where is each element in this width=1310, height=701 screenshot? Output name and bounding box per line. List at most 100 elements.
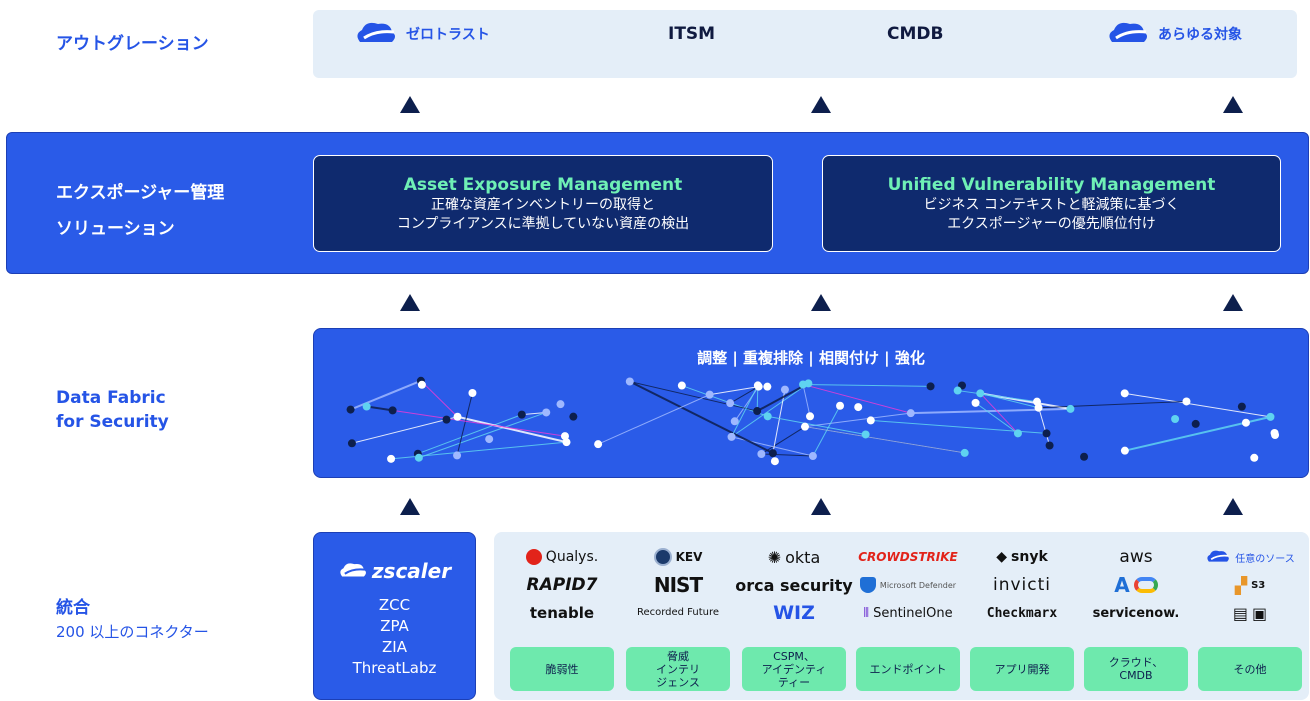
- category-threat-intel: 脅威 インテリ ジェンス: [626, 647, 730, 691]
- category-endpoint: エンドポイント: [856, 647, 960, 691]
- network-node: [387, 454, 396, 463]
- kev-text: KEV: [675, 550, 703, 564]
- network-node: [346, 405, 355, 414]
- network-node: [1241, 418, 1250, 427]
- network-link: [350, 379, 422, 411]
- network-link: [803, 383, 931, 387]
- product-zia: ZIA: [382, 638, 407, 656]
- kev-logo: KEV: [626, 545, 730, 569]
- network-link: [1124, 392, 1271, 418]
- zscaler-box: zscaler ZCC ZPA ZIA ThreatLabz: [313, 532, 476, 700]
- network-node: [556, 400, 565, 409]
- network-node: [388, 406, 397, 415]
- network-node: [625, 377, 634, 386]
- okta-sunburst-icon: ✺: [767, 547, 782, 567]
- data-fabric-panel: 調整 | 重複排除 | 相関付け | 強化: [313, 328, 1309, 478]
- network-node: [906, 409, 915, 418]
- uvm-title: Unified Vulnerability Management: [887, 175, 1216, 195]
- network-node: [517, 410, 526, 419]
- network-node: [677, 381, 686, 390]
- category-label: 脅威 インテリ ジェンス: [656, 649, 700, 689]
- product-threatlabz: ThreatLabz: [352, 659, 437, 677]
- network-node: [453, 451, 462, 460]
- network-node: [1080, 452, 1089, 461]
- network-link: [980, 392, 1039, 409]
- network-link: [420, 380, 458, 418]
- network-node: [763, 412, 772, 421]
- category-other: その他: [1198, 647, 1302, 691]
- uvm-desc-2: エクスポージャーの優先順位付け: [947, 216, 1156, 232]
- integration-col-appdev: ◆ snyk invicti Checkmarx: [970, 545, 1074, 625]
- exposure-line2: ソリューション: [56, 219, 175, 239]
- network-link: [351, 416, 458, 444]
- google-cloud-icon: [1133, 577, 1158, 593]
- snyk-dog-icon: ◆: [996, 549, 1008, 565]
- network-link: [802, 383, 911, 414]
- network-node: [1237, 402, 1246, 411]
- network-link: [975, 402, 1019, 434]
- network-link: [761, 426, 806, 455]
- okta-logo: ✺ okta: [742, 545, 846, 569]
- network-link: [802, 384, 811, 417]
- network-node: [442, 415, 451, 424]
- outgoing-zero-trust: ゼロトラスト: [354, 0, 490, 68]
- up-arrow-icon: [1223, 96, 1243, 113]
- cmdb-label: CMDB: [887, 24, 944, 44]
- network-link: [772, 389, 786, 454]
- network-node: [726, 399, 735, 408]
- category-app-dev: アプリ開発: [970, 647, 1074, 691]
- qualys-logo: Qualys.: [510, 545, 614, 569]
- snyk-logo: ◆ snyk: [970, 545, 1074, 569]
- category-vulnerability: 脆弱性: [510, 647, 614, 691]
- network-node: [757, 450, 766, 459]
- defender-text: Microsoft Defender: [879, 580, 957, 590]
- category-label: アプリ開発: [994, 662, 1050, 676]
- network-node: [1191, 419, 1200, 428]
- defender-shield-icon: [859, 577, 876, 593]
- csv-file-icon: ▣: [1252, 603, 1268, 623]
- network-link: [457, 415, 567, 444]
- network-link: [804, 412, 911, 428]
- category-label: 脆弱性: [545, 662, 579, 676]
- network-link: [1038, 400, 1187, 409]
- network-link: [804, 426, 965, 454]
- network-node: [836, 401, 845, 410]
- network-node: [976, 389, 985, 398]
- invicti-logo: invicti: [992, 575, 1052, 595]
- network-link: [957, 390, 1038, 403]
- network-node: [417, 380, 426, 389]
- up-arrow-icon: [1223, 498, 1243, 515]
- network-node: [1066, 404, 1075, 413]
- azure-gcp-logos: A: [1084, 573, 1188, 597]
- row-label-integration: 統合 200 以上のコネクター: [56, 596, 209, 644]
- card-unified-vulnerability: Unified Vulnerability Management ビジネス コン…: [822, 155, 1281, 252]
- up-arrow-icon: [400, 96, 420, 113]
- integration-col-cspm: ✺ okta orca security WIZ: [735, 545, 852, 625]
- network-node: [1171, 415, 1180, 424]
- network-node: [560, 432, 569, 441]
- network-node: [705, 390, 714, 399]
- wiz-logo: WIZ: [773, 602, 815, 624]
- aem-title: Asset Exposure Management: [403, 175, 683, 195]
- network-link: [756, 382, 809, 412]
- category-label: CSPM、 アイデンティ ティー: [761, 649, 827, 689]
- outgoing-anything: あらゆる対象: [1106, 0, 1242, 68]
- recorded-future-logo: Recorded Future: [636, 607, 720, 618]
- zero-trust-label: ゼロトラスト: [406, 27, 490, 43]
- network-link: [709, 386, 759, 396]
- category-label: クラウド、 CMDB: [1108, 656, 1164, 682]
- network-node: [861, 430, 870, 439]
- network-link: [767, 415, 866, 435]
- network-node: [854, 403, 863, 412]
- integration-col-cloud: aws A servicenow.: [1084, 545, 1188, 625]
- network-node: [799, 380, 808, 389]
- s3-text: S3: [1251, 579, 1266, 591]
- network-node: [1120, 446, 1129, 455]
- network-link: [979, 392, 1019, 434]
- s3-bucket-icon: ▞: [1234, 575, 1248, 595]
- azure-icon: A: [1114, 573, 1130, 597]
- network-node: [1271, 431, 1280, 440]
- network-link: [910, 407, 1071, 415]
- integration-title: 統合: [56, 598, 90, 618]
- network-node: [1013, 429, 1022, 438]
